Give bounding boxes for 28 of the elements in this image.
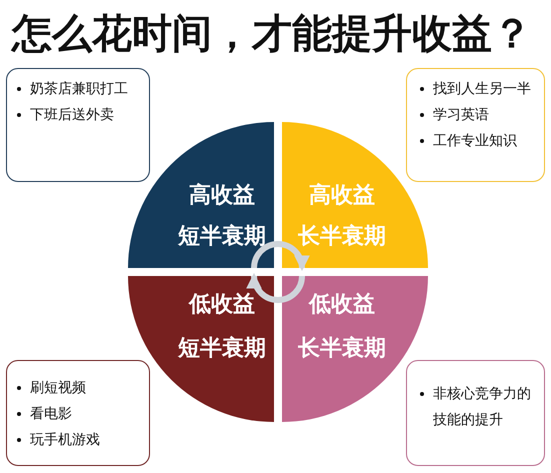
curved-arrow	[251, 241, 309, 272]
bullet-item: 奶茶店兼职打工	[16, 76, 128, 102]
bullet-item: 学习英语	[419, 102, 489, 128]
callout-box	[6, 68, 150, 182]
quadrant-label: 长半衰期	[298, 224, 386, 250]
quadrant-sector	[282, 276, 428, 422]
callout-box	[406, 68, 545, 182]
quadrant-sector	[128, 122, 274, 268]
quadrant-sector	[128, 276, 274, 422]
bullet-item: 工作专业知识	[419, 128, 517, 154]
bullet-item: 非核心竞争力的技能的提升	[419, 381, 538, 433]
bullet-item: 刷短视频	[16, 375, 86, 401]
bullet-item: 下班后送外卖	[16, 102, 114, 128]
quadrant-label: 短半衰期	[178, 224, 266, 250]
bullet-item: 玩手机游戏	[16, 427, 100, 453]
quadrant-label: 低收益	[309, 292, 375, 318]
quadrant-label: 高收益	[309, 183, 375, 209]
bullet-item: 看电影	[16, 401, 72, 427]
quadrant-sector	[282, 122, 428, 268]
quadrant-label: 长半衰期	[298, 336, 386, 362]
quadrant-label: 低收益	[189, 292, 255, 318]
title: 怎么花时间，才能提升收益？	[12, 10, 532, 58]
callout-box	[406, 360, 545, 466]
bullet-item: 找到人生另一半	[419, 76, 531, 102]
curved-arrow	[247, 272, 305, 303]
quadrant-label: 高收益	[189, 183, 255, 209]
callout-box	[6, 360, 150, 466]
quadrant-label: 短半衰期	[178, 336, 266, 362]
